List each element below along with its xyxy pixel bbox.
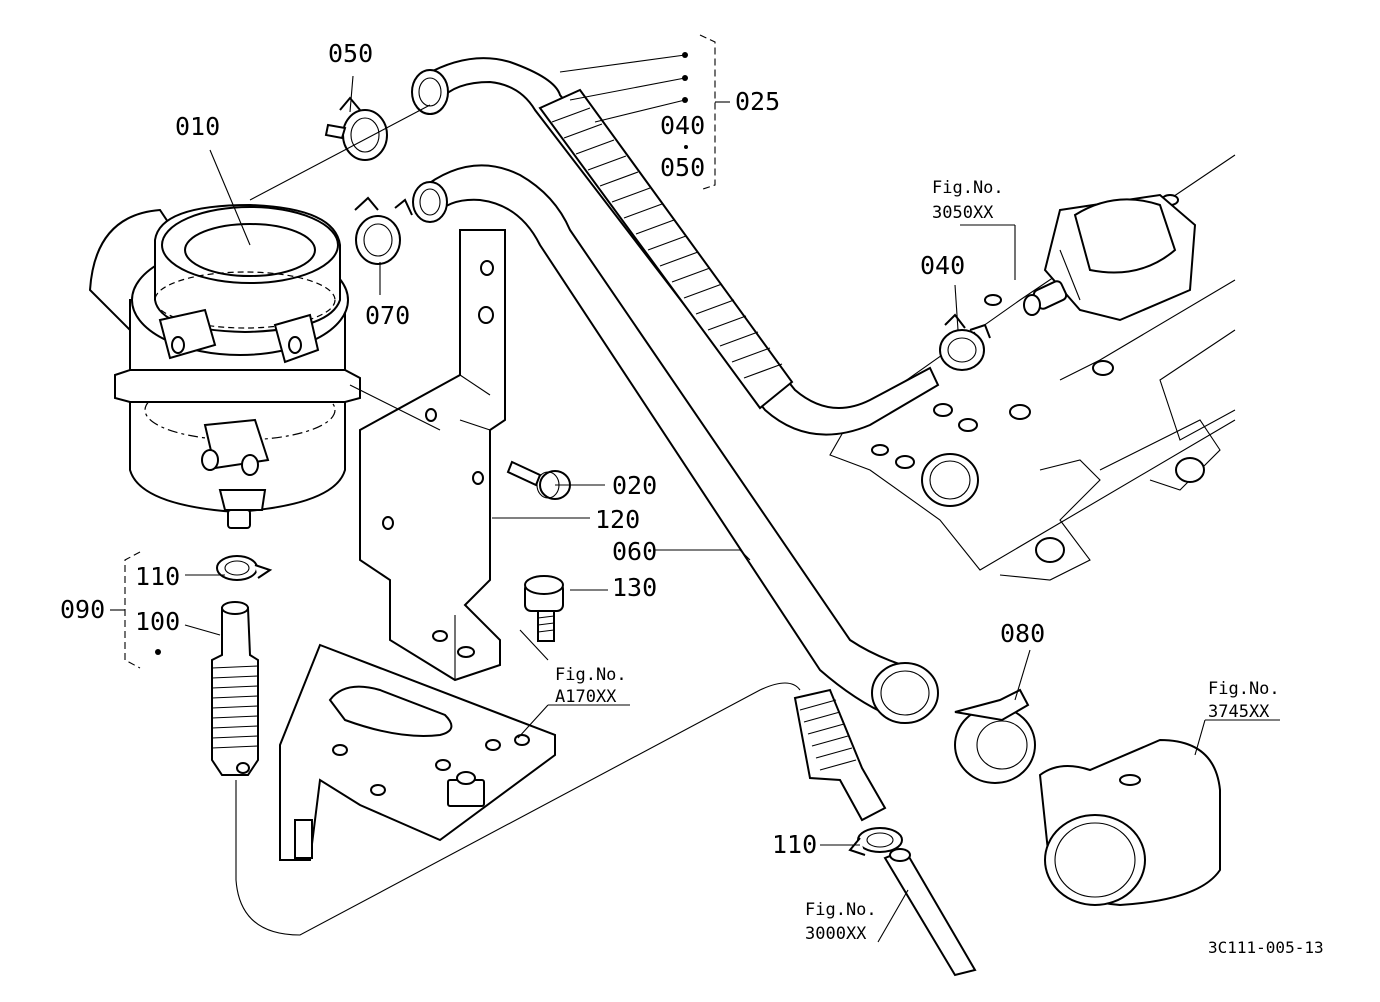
intake-elbow (1038, 738, 1221, 907)
label-110-bottom: 110 (772, 830, 817, 859)
label-130: 130 (612, 573, 657, 602)
hose-lower-right (793, 688, 977, 977)
bolt-130 (524, 575, 564, 642)
fig-ref-3745xx: Fig.No. 3745XX (1208, 679, 1280, 722)
clamp-050 (324, 96, 388, 161)
label-060: 060 (612, 537, 657, 566)
label-090: 090 (60, 595, 105, 624)
clamp-040 (939, 313, 991, 371)
label-100: 100 (135, 607, 180, 636)
hose-025-corrugation (551, 107, 783, 379)
hose-025 (411, 57, 940, 436)
label-120: 120 (595, 505, 640, 534)
fig-ref-a170xx: Fig.No. A170XX (555, 665, 627, 707)
clamp-110-top (216, 555, 273, 581)
fig-ref-3000xx-line2: 3000XX (805, 924, 867, 944)
leader-lines (184, 54, 1280, 943)
bolt-020 (506, 460, 571, 500)
group-bracket-025 (682, 34, 730, 191)
label-040-bracket: 040 (660, 111, 705, 140)
oil-separator-010 (88, 203, 361, 529)
label-040: 040 (920, 251, 965, 280)
clamp-080 (954, 688, 1036, 784)
fig-ref-3000xx-line1: Fig.No. (805, 900, 877, 920)
fig-ref-3050xx: Fig.No. 3050XX (932, 178, 1004, 223)
label-010: 010 (175, 112, 220, 141)
mounting-plate (279, 643, 556, 861)
label-070: 070 (365, 301, 410, 330)
fig-ref-3745xx-line1: Fig.No. (1208, 679, 1280, 699)
fig-ref-3000xx: Fig.No. 3000XX (805, 900, 877, 944)
hose-100 (211, 601, 259, 776)
fig-ref-a170xx-line1: Fig.No. (555, 665, 627, 685)
label-050-bracket: 050 (660, 153, 705, 182)
fig-ref-a170xx-line2: A170XX (555, 687, 617, 707)
label-050: 050 (328, 39, 373, 68)
label-110-top: 110 (135, 562, 180, 591)
label-080: 080 (1000, 619, 1045, 648)
engine-block (829, 154, 1236, 581)
clamp-110-bottom (848, 827, 903, 856)
group-bracket-090 (110, 551, 161, 669)
label-020: 020 (612, 471, 657, 500)
bracket-120 (359, 229, 506, 682)
clamp-070 (354, 196, 413, 265)
fig-ref-3745xx-line2: 3745XX (1208, 702, 1270, 722)
drain-line (235, 682, 801, 936)
label-025: 025 (735, 87, 780, 116)
fig-ref-3050xx-line2: 3050XX (932, 203, 994, 223)
fig-ref-3050xx-line1: Fig.No. (932, 178, 1004, 198)
diagram-id: 3C111-005-13 (1208, 938, 1324, 957)
breather-cover (1023, 193, 1197, 322)
hose-060 (412, 164, 939, 724)
